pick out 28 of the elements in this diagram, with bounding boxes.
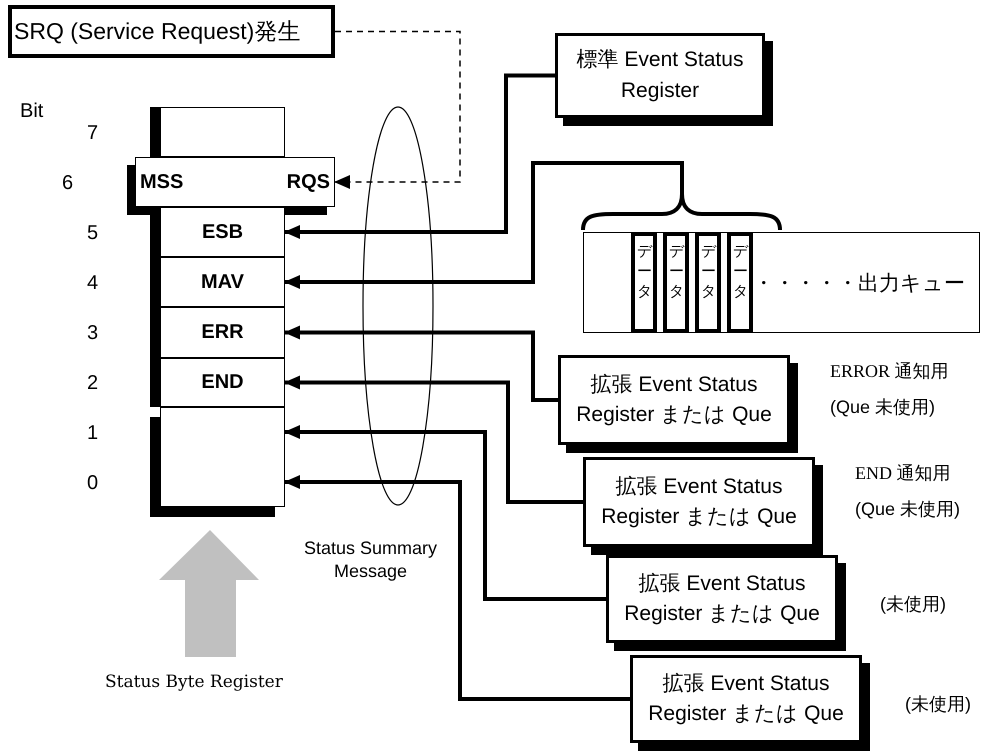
arrow — [284, 326, 558, 402]
note-text: (Que 未使用) — [830, 398, 936, 416]
srq-box: SRQ (Service Request)発生 — [8, 5, 335, 58]
data-cell: データ — [631, 232, 657, 333]
data-cell: データ — [727, 232, 753, 333]
arrow — [284, 475, 630, 701]
arrow — [334, 30, 461, 189]
bit-number: 4 — [87, 272, 98, 295]
data-cell: データ — [695, 232, 721, 333]
caption-text: Status Byte Register — [105, 672, 283, 692]
arrow — [284, 425, 606, 601]
bit-number: 7 — [87, 122, 98, 145]
data-cell: データ — [663, 232, 689, 333]
arrow — [284, 74, 555, 239]
arrow — [283, 161, 782, 289]
note-text: (未使用) — [880, 595, 946, 613]
bit-number: 2 — [87, 372, 98, 395]
axis-title: Bit — [20, 100, 44, 123]
note-text: (Que 未使用) — [855, 500, 960, 518]
note-text: (未使用) — [905, 695, 971, 713]
bit-number: 5 — [87, 222, 98, 245]
bit-number: 0 — [87, 472, 98, 495]
bit-number: 3 — [87, 322, 98, 345]
note-text: ERROR 通知用 — [830, 362, 949, 380]
bit-number: 1 — [87, 422, 98, 445]
bit-number: 6 — [62, 172, 74, 195]
arrow — [284, 376, 583, 504]
note-text: END 通知用 — [855, 464, 952, 482]
